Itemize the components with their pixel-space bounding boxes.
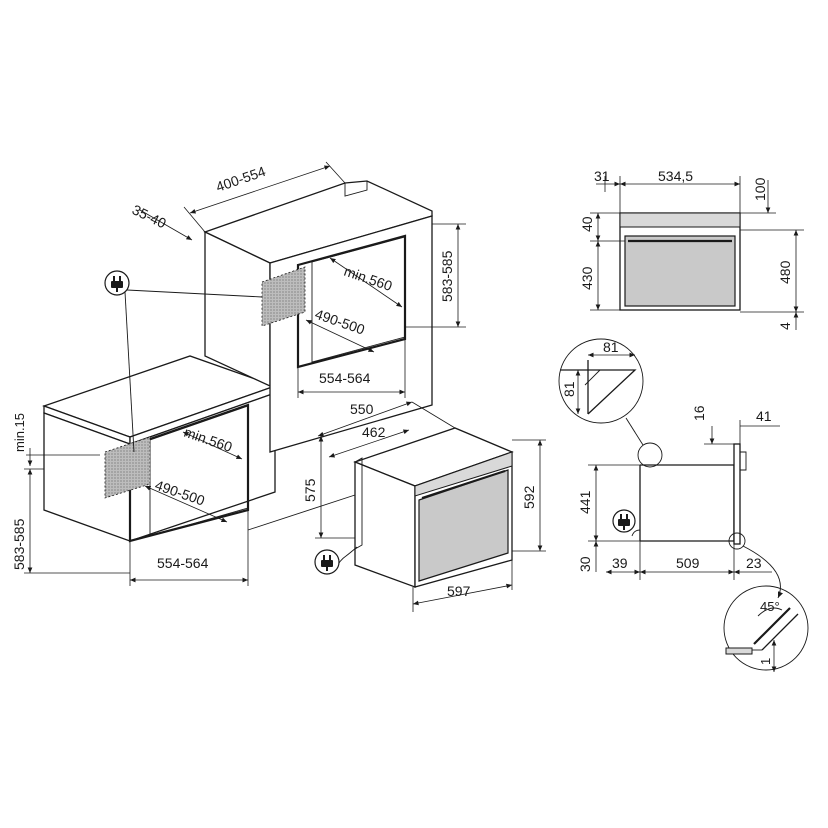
dim-lines-column (139, 161, 466, 531)
plug-icon (104, 270, 130, 296)
label-oven-body-depth: 462 (362, 424, 386, 440)
label-oven-front-height: 592 (521, 485, 537, 509)
dim-lines-oven (315, 401, 546, 612)
label-detail-width: 81 (603, 339, 619, 355)
label-side-handle: 41 (756, 408, 772, 424)
plug-icon-side (612, 509, 636, 533)
side-view (588, 417, 783, 599)
label-side-bottom: 30 (577, 556, 593, 572)
label-detail-offset: 1 (758, 658, 773, 665)
front-view (590, 176, 804, 330)
label-side-depth: 509 (676, 555, 700, 571)
label-clearance-min: min.15 (12, 413, 27, 452)
label-front-panel: 40 (579, 216, 595, 232)
label-side-rear: 23 (746, 555, 762, 571)
detail-circle-top (558, 338, 644, 424)
label-column-width: 400-554 (214, 163, 268, 195)
dim-lines-left (24, 413, 249, 586)
label-front-height: 480 (777, 260, 793, 284)
label-detail-angle: 45° (760, 599, 780, 614)
label-column-height: 583-585 (439, 250, 455, 302)
label-side-height: 441 (577, 490, 593, 514)
label-side-front-offset: 39 (612, 555, 628, 571)
oven-unit (335, 427, 514, 588)
label-oven-front-width: 597 (447, 583, 471, 599)
undercounter-cabinet (42, 355, 277, 543)
label-column-niche-width: 554-564 (319, 370, 371, 386)
label-undercounter-height: 583-585 (11, 518, 27, 570)
detail-circle-bottom (723, 585, 809, 672)
plug-icon-oven (314, 549, 340, 575)
label-front-left-offset: 31 (594, 168, 610, 184)
label-front-width: 534,5 (658, 168, 693, 184)
label-column-depth: 35-40 (130, 201, 169, 231)
label-front-top-gap: 100 (752, 177, 768, 201)
label-detail-height: 81 (561, 381, 577, 397)
label-side-door: 16 (691, 405, 707, 421)
label-oven-body-height: 575 (302, 478, 318, 502)
label-front-bottom-gap: 4 (777, 322, 793, 330)
label-front-body: 430 (579, 266, 595, 290)
label-undercounter-niche-width: 554-564 (157, 555, 209, 571)
label-oven-total-depth: 550 (350, 401, 374, 417)
